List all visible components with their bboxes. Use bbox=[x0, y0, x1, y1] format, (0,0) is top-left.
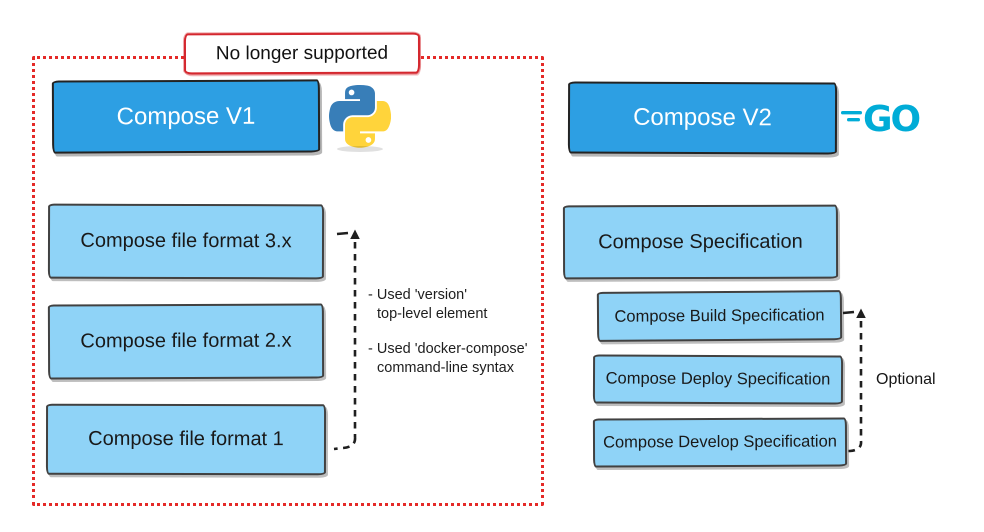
compose-specification-label: Compose Specification bbox=[598, 230, 803, 253]
compose-v1-title: Compose V1 bbox=[116, 102, 256, 130]
compose-deploy-specification-box: Compose Deploy Specification bbox=[592, 354, 844, 405]
compose-file-format-2x-label: Compose file format 2.x bbox=[80, 329, 292, 353]
note-cli-line2: command-line syntax bbox=[377, 360, 514, 376]
note-version-line2: top-level element bbox=[377, 306, 488, 322]
v2-bracket-top-dash bbox=[842, 310, 855, 315]
go-icon: GO bbox=[840, 98, 942, 140]
python-icon-shadow bbox=[337, 146, 383, 152]
compose-file-format-2x-box: Compose file format 2.x bbox=[47, 303, 325, 380]
compose-v2-title: Compose V2 bbox=[633, 103, 772, 132]
compose-file-format-3x-box: Compose file format 3.x bbox=[47, 203, 325, 280]
compose-deploy-specification-label: Compose Deploy Specification bbox=[605, 369, 831, 389]
compose-build-specification-label: Compose Build Specification bbox=[614, 305, 825, 326]
python-icon-svg bbox=[329, 84, 392, 148]
note-cli-line1: - Used 'docker-compose' bbox=[368, 341, 528, 357]
compose-file-format-1-box: Compose file format 1 bbox=[45, 403, 327, 476]
compose-v2-header: Compose V2 bbox=[567, 81, 838, 155]
go-icon-text: GO bbox=[863, 99, 920, 138]
compose-file-format-1-label: Compose file format 1 bbox=[88, 427, 284, 451]
compose-specification-box: Compose Specification bbox=[562, 204, 839, 280]
v2-bracket-arrow-icon bbox=[856, 308, 866, 318]
bracket-note-cli: - Used 'docker-compose' command-line syn… bbox=[368, 340, 538, 378]
no-longer-supported-badge: No longer supported bbox=[183, 32, 421, 75]
go-icon-svg: GO bbox=[841, 99, 922, 140]
note-version-line1: - Used 'version' bbox=[368, 287, 468, 303]
compose-build-specification-box: Compose Build Specification bbox=[596, 290, 843, 342]
compose-v1-header: Compose V1 bbox=[51, 79, 321, 154]
compose-file-format-3x-label: Compose file format 3.x bbox=[80, 229, 292, 253]
v2-bracket-bottom-hook bbox=[845, 440, 863, 453]
python-icon bbox=[329, 84, 392, 152]
no-longer-supported-label: No longer supported bbox=[215, 42, 389, 64]
compose-develop-specification-box: Compose Develop Specification bbox=[592, 417, 848, 468]
compose-develop-specification-label: Compose Develop Specification bbox=[603, 432, 837, 452]
bracket-note-version: - Used 'version' top-level element bbox=[368, 286, 538, 324]
v1-bracket-notes: - Used 'version' top-level element - Use… bbox=[368, 286, 538, 394]
optional-label: Optional bbox=[876, 371, 936, 388]
